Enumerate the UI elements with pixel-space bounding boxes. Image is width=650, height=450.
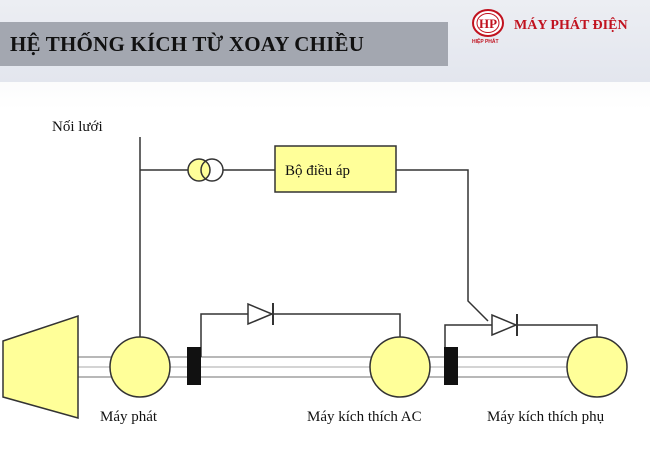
generator-label: Máy phát bbox=[100, 409, 158, 425]
pilot-exciter-label: Máy kích thích phụ bbox=[487, 409, 605, 425]
ac-exciter-machine bbox=[369, 336, 431, 398]
turbine bbox=[2, 314, 79, 419]
slip-ring-exciter bbox=[444, 347, 458, 385]
brand-name: MÁY PHÁT ĐIỆN bbox=[514, 18, 628, 33]
grid-label: Nối lưới bbox=[52, 119, 103, 135]
rectifier-diode-icon bbox=[247, 302, 274, 326]
ac-exciter-label: Máy kích thích AC bbox=[307, 409, 422, 425]
brand-logo-letters: HP bbox=[479, 16, 497, 31]
generator-machine bbox=[109, 336, 171, 398]
brand-subtitle: HIỆP PHÁT bbox=[472, 39, 499, 45]
page-title: HỆ THỐNG KÍCH TỪ XOAY CHIỀU bbox=[10, 32, 365, 56]
regulator-label: Bộ điều áp bbox=[285, 163, 350, 179]
transformer-icon bbox=[187, 158, 224, 182]
brand-logo: HP MÁY PHÁT ĐIỆN HIỆP PHÁT bbox=[470, 8, 645, 48]
title-bar: HỆ THỐNG KÍCH TỪ XOAY CHIỀU bbox=[0, 22, 448, 66]
connection-lines bbox=[139, 137, 598, 357]
brand-emblem-icon: HP bbox=[472, 9, 504, 37]
voltage-regulator-box bbox=[274, 145, 397, 193]
pilot-exciter-machine bbox=[566, 336, 628, 398]
slip-ring-generator bbox=[187, 347, 201, 385]
thyristor-icon bbox=[491, 313, 518, 337]
